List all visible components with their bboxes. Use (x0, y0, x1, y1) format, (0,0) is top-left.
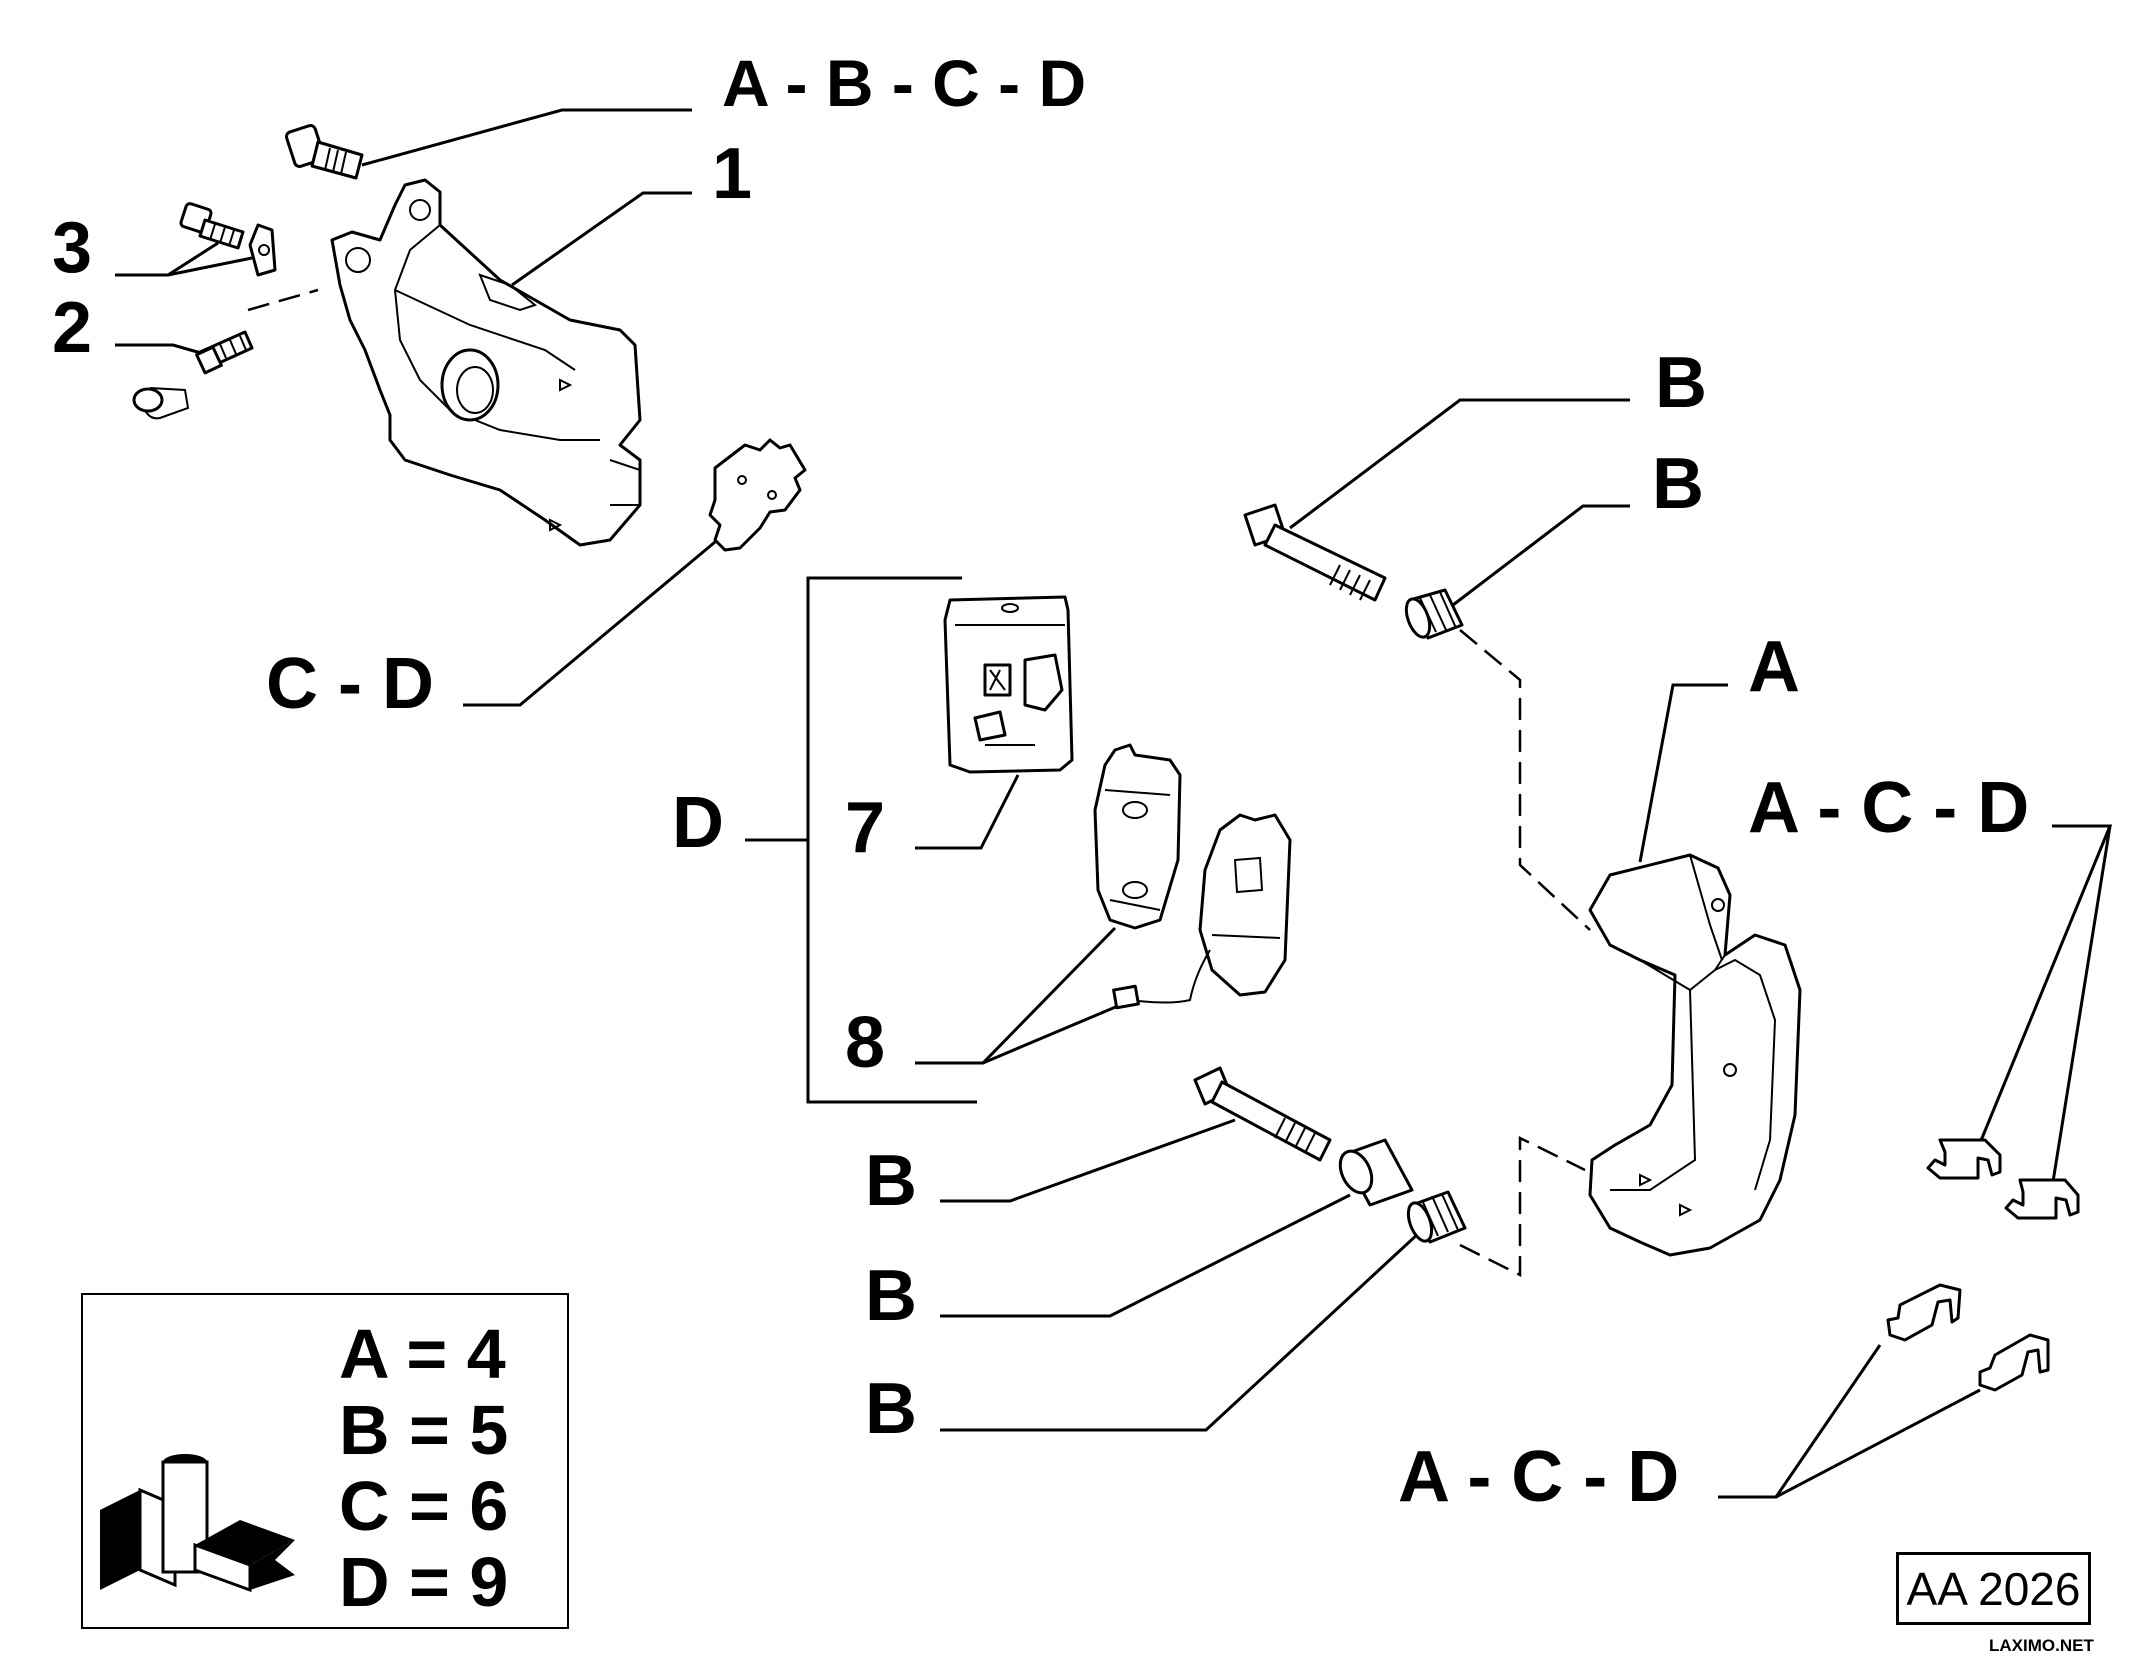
leader-cd-left (463, 540, 716, 707)
callout-item-1: 1 (712, 134, 753, 214)
guide-bush-top-part (1404, 588, 1464, 640)
legend-row-c: C = 6 (339, 1467, 509, 1545)
guide-bolt-lower-part (1193, 1066, 1332, 1162)
leader-lines (115, 108, 2113, 1499)
callout-acd-lower: A - C - D (1398, 1437, 1680, 1517)
leader-item-8 (915, 926, 1117, 1065)
leader-b-top1 (1289, 398, 1630, 530)
leader-d-bracket (745, 576, 962, 842)
guide-bolt-top-part (1243, 503, 1387, 602)
brake-caliper-part (330, 178, 642, 547)
callout-abcd-top: A - B - C - D (722, 46, 1087, 120)
anti-rattle-spring-part (708, 438, 807, 552)
brake-pads-part (1093, 743, 1292, 1010)
leader-a-right (1638, 683, 1728, 863)
callout-d-bracket: D (672, 783, 724, 863)
callout-b-low1: B (865, 1141, 917, 1221)
legend-row-d: D = 9 (339, 1543, 509, 1621)
guide-bush-lower-part (1406, 1190, 1467, 1244)
callout-item-7: 7 (845, 788, 886, 868)
leader-b-low3 (940, 1230, 1422, 1432)
legend-row-a: A = 4 (339, 1315, 506, 1393)
spring-clips-upper-part (1926, 1138, 2080, 1220)
spring-clips-lower-part (1886, 1283, 2050, 1392)
watermark: LAXIMO.NET (1989, 1636, 2094, 1655)
leader-item-3 (115, 241, 219, 277)
quantity-legend: A = 4 B = 5 C = 6 D = 9 (81, 1293, 569, 1629)
legend-row-b: B = 5 (339, 1391, 509, 1469)
leader-b-low1 (940, 1118, 1236, 1203)
callout-b-low3: B (865, 1369, 917, 1449)
callout-cd-left: C - D (266, 644, 434, 724)
leader-b-low2 (940, 1193, 1351, 1318)
callout-item-2: 2 (52, 288, 93, 368)
callout-a-right: A (1748, 627, 1800, 707)
callout-b-top2: B (1652, 444, 1704, 524)
leader-acd-upper (1978, 824, 2113, 1144)
callout-acd-upper: A - C - D (1748, 768, 2030, 848)
callout-item-3: 3 (52, 208, 93, 288)
leader-abcd-top (361, 108, 692, 167)
caliper-carrier-bracket-part (1588, 853, 1802, 1257)
leader-b-top2 (1452, 504, 1630, 607)
drawing-code-box: AA 2026 (1896, 1552, 2091, 1625)
leader-item-2 (115, 343, 209, 357)
screw-and-plate-part (179, 202, 277, 277)
assembly-dashed-lines (247, 288, 1591, 1278)
guide-sleeve-part (1338, 1138, 1414, 1207)
callout-item-8: 8 (845, 1003, 886, 1083)
callout-b-low2: B (865, 1256, 917, 1336)
leader-acd-lower (1718, 1344, 1882, 1499)
caliper-bolt-part (284, 124, 364, 180)
leader-item-1 (511, 191, 692, 287)
callout-b-top1: B (1655, 343, 1707, 423)
bleeder-screw-part (132, 330, 254, 420)
fitting-kit-bag-part (943, 595, 1074, 774)
drawing-code: AA 2026 (1906, 1562, 2081, 1615)
leader-item-7 (915, 774, 1020, 850)
fiat-parts-logo (100, 1454, 295, 1593)
